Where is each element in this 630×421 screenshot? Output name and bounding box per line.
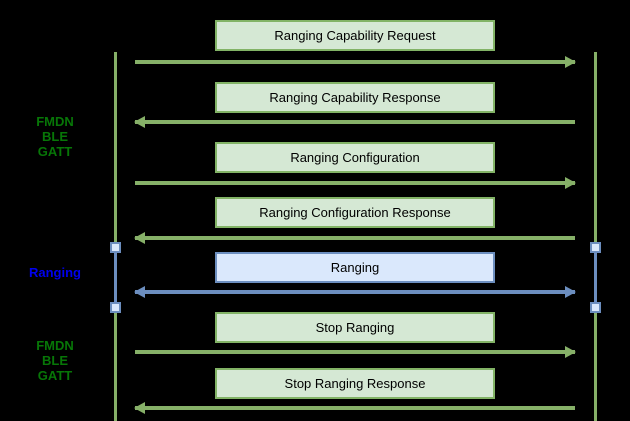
message-box-stop-ranging-response: Stop Ranging Response xyxy=(215,368,495,399)
lifeline-right-blue-segment xyxy=(594,243,597,310)
arrowhead-right-icon xyxy=(565,56,576,68)
arrow-line xyxy=(135,350,575,354)
message-box-ranging-capability-request: Ranging Capability Request xyxy=(215,20,495,51)
message-box-ranging-capability-response: Ranging Capability Response xyxy=(215,82,495,113)
message-arrow-left xyxy=(134,232,575,244)
phase-label-ranging: Ranging xyxy=(0,265,110,280)
arrowhead-left-icon xyxy=(134,116,145,128)
phase-label-fmdn-ble-gatt-top: FMDN BLE GATT xyxy=(0,114,110,159)
message-box-stop-ranging: Stop Ranging xyxy=(215,312,495,343)
phase-label-line: BLE xyxy=(42,353,68,368)
activation-marker xyxy=(110,242,121,253)
lifeline-right-green-top xyxy=(594,52,597,243)
arrowhead-left-icon xyxy=(134,402,145,414)
message-box-ranging-configuration: Ranging Configuration xyxy=(215,142,495,173)
phase-label-fmdn-ble-gatt-bottom: FMDN BLE GATT xyxy=(0,338,110,383)
arrowhead-right-icon xyxy=(565,177,576,189)
message-arrow-both xyxy=(134,286,576,298)
activation-marker xyxy=(590,242,601,253)
activation-marker xyxy=(590,302,601,313)
phase-label-line: Ranging xyxy=(29,265,81,280)
arrow-line xyxy=(135,60,575,64)
phase-label-line: FMDN xyxy=(36,338,74,353)
lifeline-left-green-bottom xyxy=(114,310,117,421)
arrowhead-left-icon xyxy=(134,232,145,244)
phase-label-line: FMDN xyxy=(36,114,74,129)
message-box-ranging-configuration-response: Ranging Configuration Response xyxy=(215,197,495,228)
message-arrow-left xyxy=(134,116,575,128)
message-arrow-right xyxy=(135,177,576,189)
phase-label-line: BLE xyxy=(42,129,68,144)
lifeline-left-green-top xyxy=(114,52,117,243)
arrowhead-right-icon xyxy=(565,346,576,358)
lifeline-left-blue-segment xyxy=(114,243,117,310)
arrow-line xyxy=(135,406,575,410)
phase-label-line: GATT xyxy=(37,368,73,383)
message-arrow-left xyxy=(134,402,575,414)
lifeline-right-green-bottom xyxy=(594,310,597,421)
phase-label-line: GATT xyxy=(37,144,73,159)
arrowhead-left-icon xyxy=(134,286,145,298)
arrow-line xyxy=(135,181,575,185)
arrow-line xyxy=(135,120,575,124)
arrowhead-right-icon xyxy=(565,286,576,298)
arrow-line xyxy=(135,290,575,294)
arrow-line xyxy=(135,236,575,240)
message-box-ranging: Ranging xyxy=(215,252,495,283)
message-arrow-right xyxy=(135,56,576,68)
message-arrow-right xyxy=(135,346,576,358)
activation-marker xyxy=(110,302,121,313)
